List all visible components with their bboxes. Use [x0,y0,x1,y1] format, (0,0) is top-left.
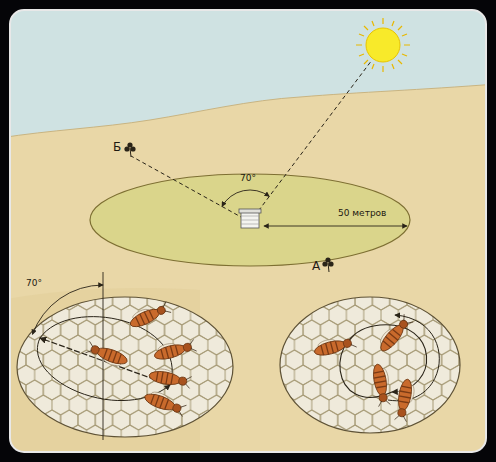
location-letter: А [312,260,320,273]
distance-label: 50 метров [338,209,386,219]
angle-label: 70° [240,174,256,184]
location-letter: Б [113,141,121,154]
angle-label: 70° [26,279,42,289]
